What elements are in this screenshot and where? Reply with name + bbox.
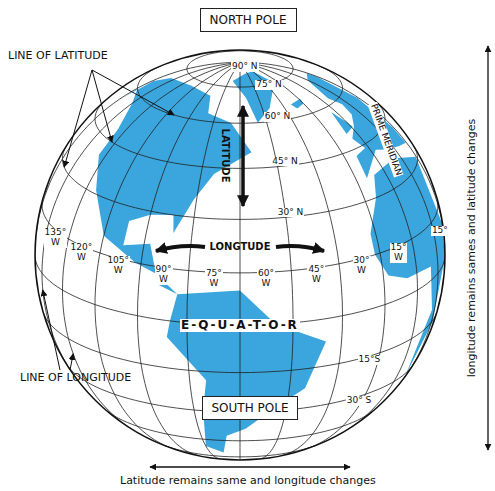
axis-note: longitude remains sames and latitude cha… — [466, 119, 478, 377]
grid-line — [95, 62, 240, 448]
longitude-value: 45° W — [307, 265, 325, 285]
grid-line — [43, 312, 437, 373]
latitude-arrow — [241, 106, 245, 206]
pole-box: SOUTH POLE — [202, 396, 299, 420]
longitude-arrow — [276, 246, 324, 251]
leader-line — [64, 70, 92, 167]
leader-lines — [43, 70, 174, 370]
grid-line — [240, 62, 445, 255]
longitude-value: 135° W — [44, 228, 68, 248]
axis-label: LONGTUDE — [210, 241, 271, 252]
grid-line — [42, 202, 438, 273]
pole-label: SOUTH POLE — [212, 401, 289, 415]
continent — [167, 291, 326, 453]
longitude-value: 15° — [431, 226, 449, 236]
leader-line — [70, 354, 73, 370]
longitude-value: 60° W — [257, 269, 275, 289]
leader-line — [92, 70, 112, 142]
graticule — [35, 51, 445, 460]
longitude-value: 120° W — [70, 243, 94, 263]
longitude-value: 15° W — [390, 243, 408, 263]
leader-line — [92, 70, 174, 115]
grid-line — [164, 445, 316, 457]
longitude-value: 90° W — [155, 265, 173, 285]
grid-line — [138, 66, 343, 123]
continent — [291, 99, 304, 109]
latitude-value: 45° N — [271, 157, 299, 167]
pole-box: NORTH POLE — [200, 8, 297, 32]
vertical-arrow — [487, 46, 488, 450]
latitude-value: 15°S — [358, 355, 382, 365]
continent — [331, 112, 353, 134]
continent — [307, 73, 406, 178]
arrows — [150, 46, 488, 467]
leader-line — [43, 290, 60, 370]
longitude-value: 105° W — [106, 256, 130, 276]
globe-disc — [35, 50, 445, 460]
latitude-value: 30° N — [277, 208, 305, 218]
latitude-value: 90° N — [231, 62, 259, 72]
latitude-value: 60° N — [264, 112, 292, 122]
grid-line — [35, 255, 445, 325]
equator-label: E-Q-U-A-T-O-R — [180, 319, 300, 332]
pole-label: NORTH POLE — [210, 13, 287, 27]
grid-line — [63, 146, 418, 219]
axis-label: LATITUDE — [220, 128, 231, 182]
latitude-value: 75° N — [255, 80, 283, 90]
axis-note: Latitude remains same and longitude chan… — [120, 475, 376, 487]
continent — [96, 78, 251, 294]
grid-line — [95, 101, 385, 168]
grid-line — [240, 62, 385, 448]
globe-outline — [35, 50, 445, 460]
longitude-value: 30° W — [353, 256, 371, 276]
latitude-value: 30° S — [346, 396, 373, 406]
callout-label: LINE OF LONGITUDE — [20, 372, 131, 384]
callout-label: LINE OF LATITUDE — [8, 50, 108, 62]
horizontal-arrow — [150, 466, 350, 467]
grid-line — [35, 62, 240, 255]
longitude-value: 75° W — [205, 269, 223, 289]
longitude-arrow — [156, 246, 205, 251]
